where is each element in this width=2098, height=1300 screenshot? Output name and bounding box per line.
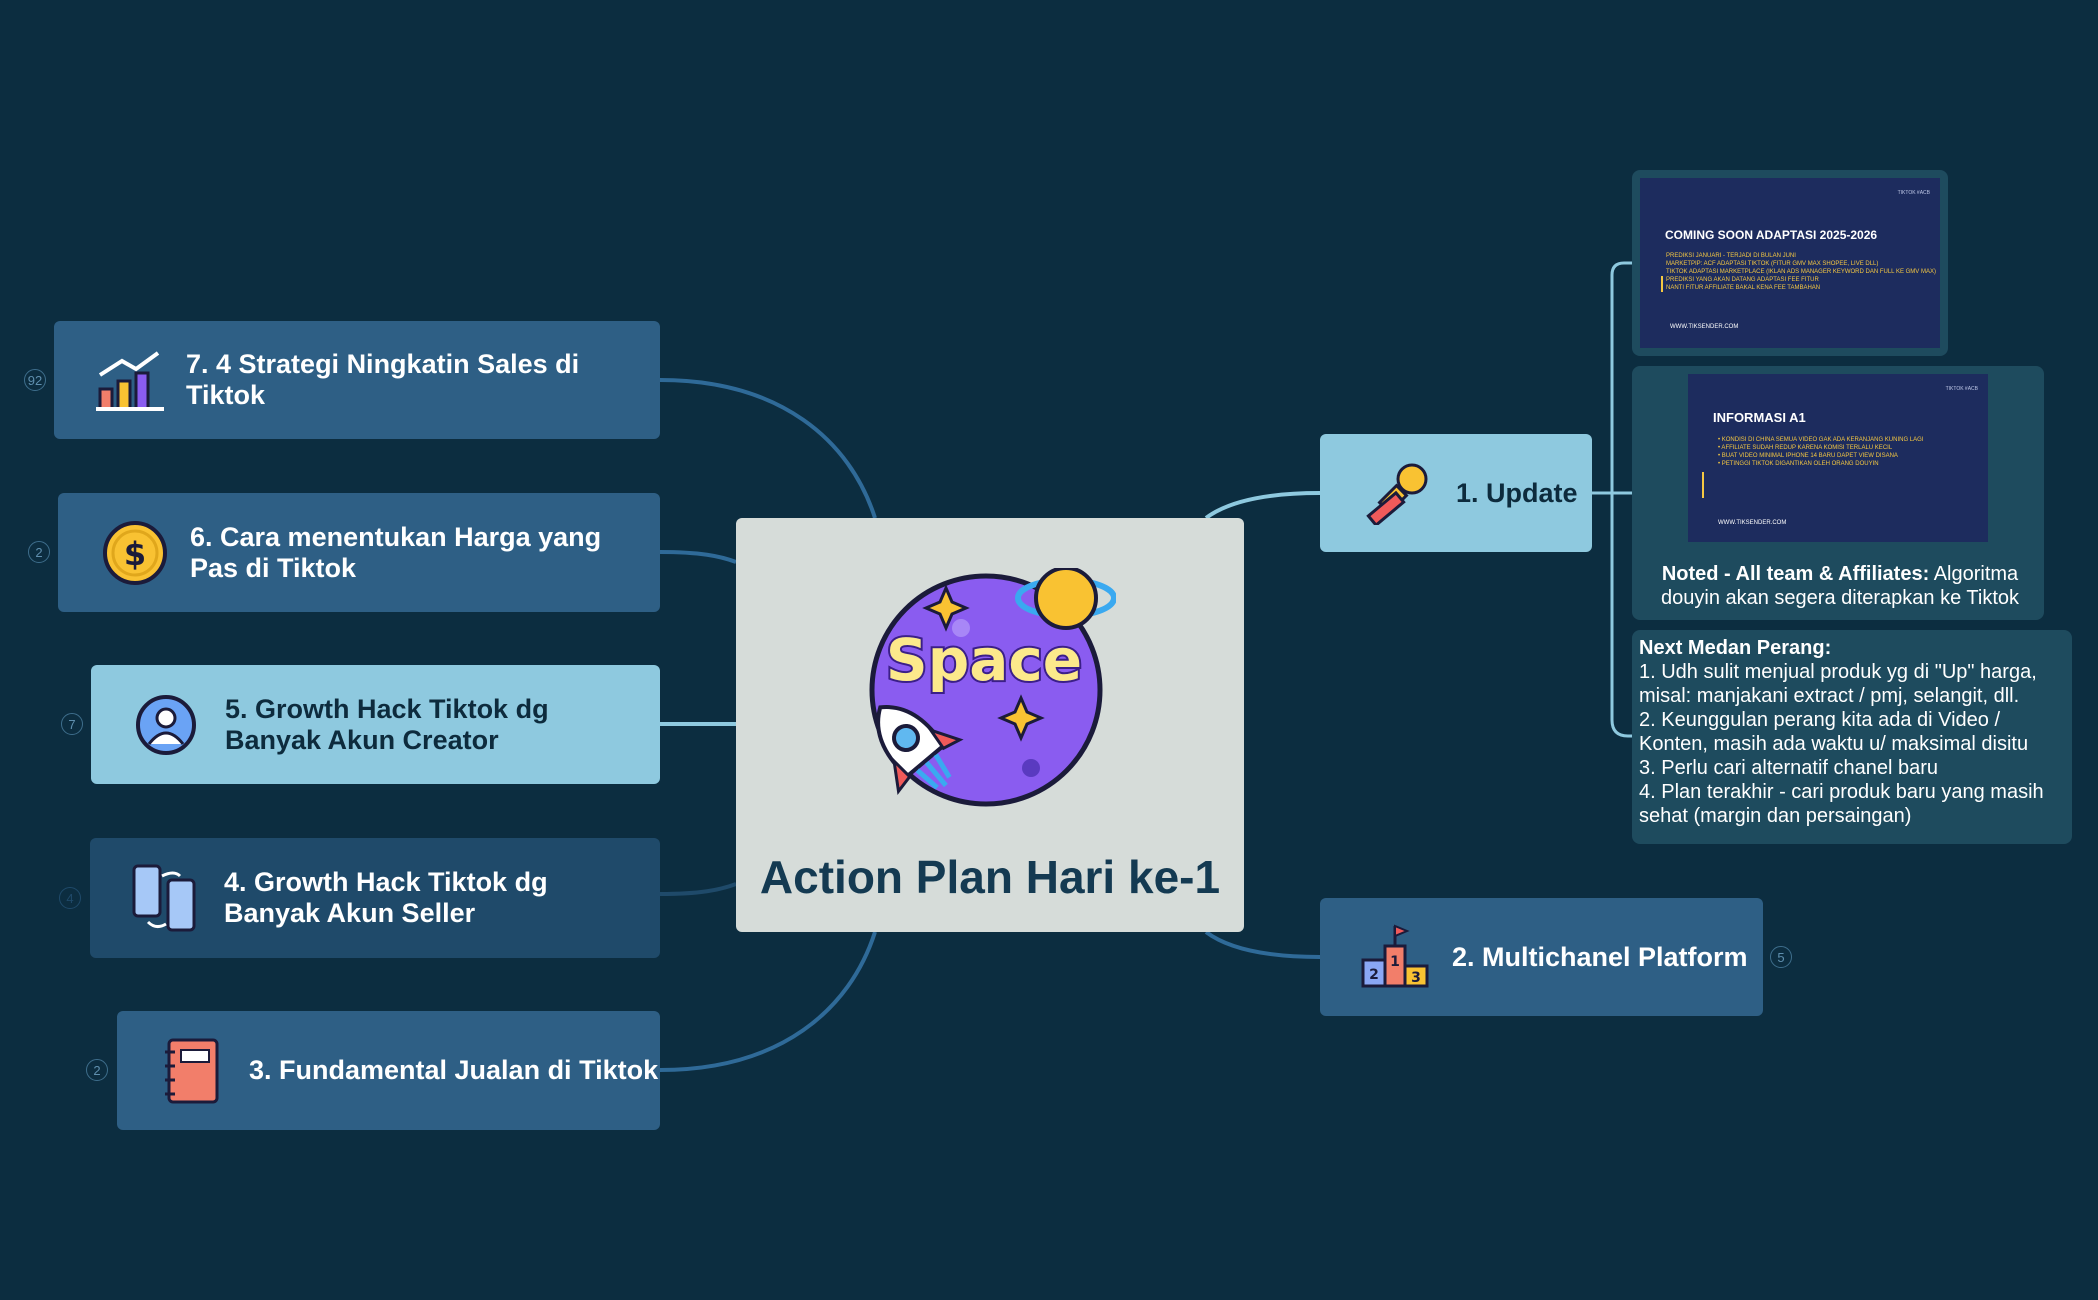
stamp-icon — [1354, 461, 1444, 525]
dollar-coin-icon: $ — [90, 519, 180, 587]
slide-2-accent-bar — [1702, 472, 1704, 498]
note-1-bold: Noted - All team & Affiliates: — [1661, 563, 1930, 585]
topic-1-update[interactable]: 1. Update — [1320, 434, 1592, 552]
topic-7-label: 7. 4 Strategi Ningkatin Sales di Tiktok — [186, 349, 580, 410]
slide-2-footer: WWW.TIKSENDER.COM — [1718, 520, 1787, 526]
note-1-rest: Algoritma — [1929, 563, 2019, 585]
svg-text:3: 3 — [1411, 970, 1421, 986]
note-2-line: sehat (margin dan persaingan) — [1639, 805, 1912, 827]
topic-4-label: 4. Growth Hack Tiktok dg Banyak Akun Sel… — [224, 867, 548, 928]
connector-multichanel — [1204, 930, 1321, 959]
slide-1-frame[interactable]: TIKTOK #ACB COMING SOON ADAPTASI 2025-20… — [1632, 170, 1948, 356]
slide-1-image: TIKTOK #ACB COMING SOON ADAPTASI 2025-20… — [1640, 178, 1940, 348]
note-next-medan-perang[interactable]: Next Medan Perang: 1. Udh sulit menjual … — [1632, 630, 2072, 844]
topic-3-count-badge[interactable]: 2 — [86, 1059, 108, 1081]
topic-7-strategi[interactable]: 7. 4 Strategi Ningkatin Sales di Tiktok — [54, 321, 660, 439]
svg-text:1: 1 — [1390, 954, 1400, 970]
topic-3-fundamental[interactable]: 3. Fundamental Jualan di Tiktok — [117, 1011, 660, 1130]
topic-2-multichanel[interactable]: 1 2 3 2. Multichanel Platform — [1320, 898, 1763, 1016]
connector-topic-3 — [659, 931, 877, 1072]
topic-5-count-badge[interactable]: 7 — [61, 713, 83, 735]
note-1-text: Noted - All team & Affiliates: Algoritma… — [1640, 562, 2040, 610]
connector-update-children — [1592, 261, 1632, 738]
connector-topic-7 — [659, 378, 877, 519]
topic-5-growth-creator[interactable]: 5. Growth Hack Tiktok dg Banyak Akun Cre… — [91, 665, 660, 784]
topic-7-count-badge[interactable]: 92 — [24, 369, 46, 391]
slide-2-frame[interactable]: TIKTOK #ACB INFORMASI A1 • KONDISI DI CH… — [1632, 366, 2044, 620]
note-2-line: misal: manjakani extract / pmj, selangit… — [1639, 685, 2020, 707]
slide-2-corner: TIKTOK #ACB — [1945, 386, 1978, 392]
space-planet-icon: Space — [869, 568, 1116, 807]
topic-2-label: 2. Multichanel Platform — [1452, 941, 1748, 972]
svg-text:2: 2 — [1369, 967, 1379, 983]
slide-2-body: • KONDISI DI CHINA SEMUA VIDEO GAK ADA K… — [1718, 437, 1924, 467]
note-2-line: 3. Perlu cari alternatif chanel baru — [1639, 757, 1939, 779]
note-2-text: Next Medan Perang: 1. Udh sulit menjual … — [1639, 636, 2069, 828]
svg-text:$: $ — [124, 535, 146, 573]
space-logo-text: Space — [886, 626, 1082, 694]
topic-5-label: 5. Growth Hack Tiktok dg Banyak Akun Cre… — [225, 693, 549, 755]
bar-chart-icon — [86, 349, 176, 411]
note-2-heading: Next Medan Perang: — [1639, 637, 1832, 659]
topic-6-harga[interactable]: $ 6. Cara menentukan Harga yang Pas di T… — [58, 493, 660, 612]
notebook-icon — [147, 1036, 237, 1106]
topic-1-label: 1. Update — [1456, 477, 1578, 508]
phone-sync-icon — [120, 862, 210, 934]
topic-6-label: 6. Cara menentukan Harga yang Pas di Tik… — [190, 521, 602, 583]
note-2-line: 4. Plan terakhir - cari produk baru yang… — [1639, 781, 2044, 803]
topic-3-label: 3. Fundamental Jualan di Tiktok — [249, 1055, 659, 1085]
topic-2-count-badge[interactable]: 5 — [1770, 946, 1792, 968]
note-2-line: 1. Udh sulit menjual produk yg di "Up" h… — [1639, 661, 2037, 683]
central-topic[interactable]: Space Action Plan Hari ke-1 — [736, 518, 1244, 932]
note-2-line: Konten, masih ada waktu u/ maksimal disi… — [1639, 733, 2029, 755]
slide-1-corner: TIKTOK #ACB — [1897, 190, 1930, 196]
user-avatar-icon — [121, 694, 211, 756]
note-1-line2: douyin akan segera diterapkan ke Tiktok — [1661, 587, 2019, 609]
topic-4-count-badge[interactable]: 4 — [59, 887, 81, 909]
central-title: Action Plan Hari ke-1 — [759, 851, 1221, 903]
topic-4-growth-seller[interactable]: 4. Growth Hack Tiktok dg Banyak Akun Sel… — [90, 838, 660, 958]
connector-topic-6 — [659, 550, 737, 564]
connector-topic-4 — [659, 882, 737, 896]
connector-update — [1204, 491, 1321, 520]
slide-1-title: COMING SOON ADAPTASI 2025-2026 — [1665, 228, 1878, 242]
podium-icon: 1 2 3 — [1350, 924, 1440, 990]
slide-1-body: PREDIKSI JANUARI - TERJADI DI BULAN JUNI… — [1661, 252, 1936, 292]
slide-2-title: INFORMASI A1 — [1713, 410, 1806, 425]
slide-2-image: TIKTOK #ACB INFORMASI A1 • KONDISI DI CH… — [1688, 374, 1988, 542]
note-2-line: 2. Keunggulan perang kita ada di Video / — [1639, 709, 2001, 731]
slide-1-footer: WWW.TIKSENDER.COM — [1670, 324, 1739, 330]
topic-6-count-badge[interactable]: 2 — [28, 541, 50, 563]
